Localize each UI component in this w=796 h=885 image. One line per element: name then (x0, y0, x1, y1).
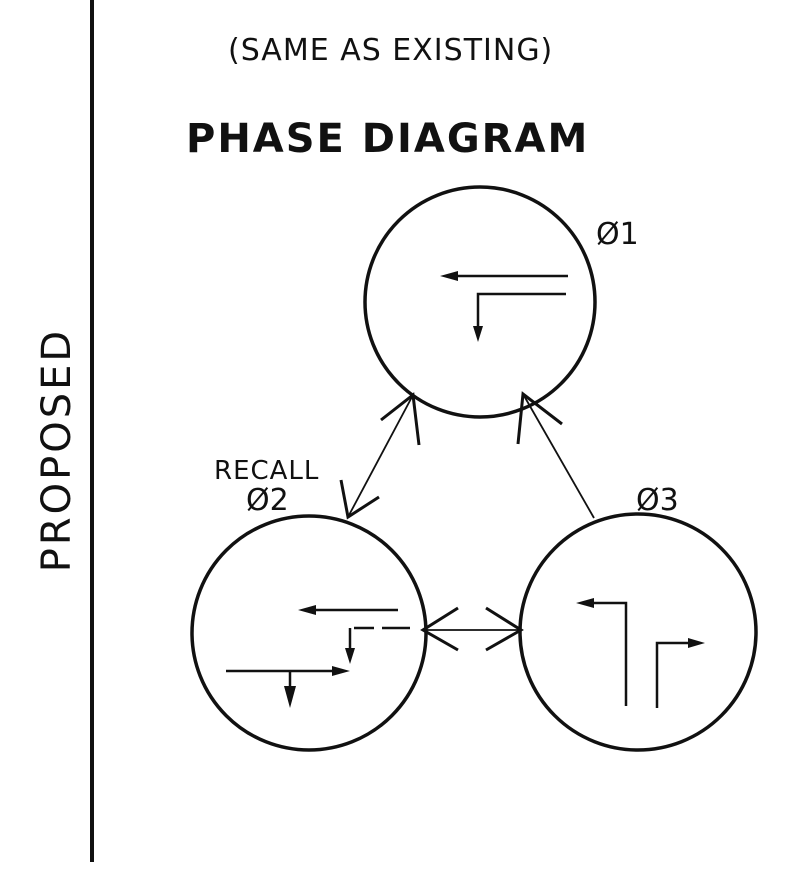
subtitle: (SAME AS EXISTING) (228, 33, 553, 68)
transition-2-1-head-upper (380, 392, 421, 446)
diagram-title: PHASE DIAGRAM (186, 116, 589, 162)
transition-3-1 (522, 393, 595, 519)
phase-1-movements (440, 271, 568, 342)
phase-1-label: Ø1 (596, 217, 639, 252)
phase-1: Ø1 (363, 185, 639, 419)
transition-3-1-head (516, 391, 563, 445)
phase-2: RECALL Ø2 (190, 456, 428, 752)
transition-arrows (339, 391, 595, 652)
transition-2-1 (347, 394, 414, 518)
transition-2-3-head-right (485, 606, 524, 652)
phase-3-movements (576, 598, 705, 708)
phase-3-circle (518, 512, 758, 752)
transition-2-3-head-left (420, 606, 459, 652)
phase-2-label: Ø2 (246, 483, 289, 518)
phase-3-label: Ø3 (636, 483, 679, 518)
phase-2-movements (226, 605, 410, 708)
phase-2-note: RECALL (214, 456, 319, 486)
phase-2-circle (190, 514, 428, 752)
transition-2-1-head-lower (339, 479, 380, 520)
phase-1-circle (363, 185, 597, 419)
side-label: PROPOSED (34, 328, 80, 572)
phase-3: Ø3 (518, 483, 758, 752)
